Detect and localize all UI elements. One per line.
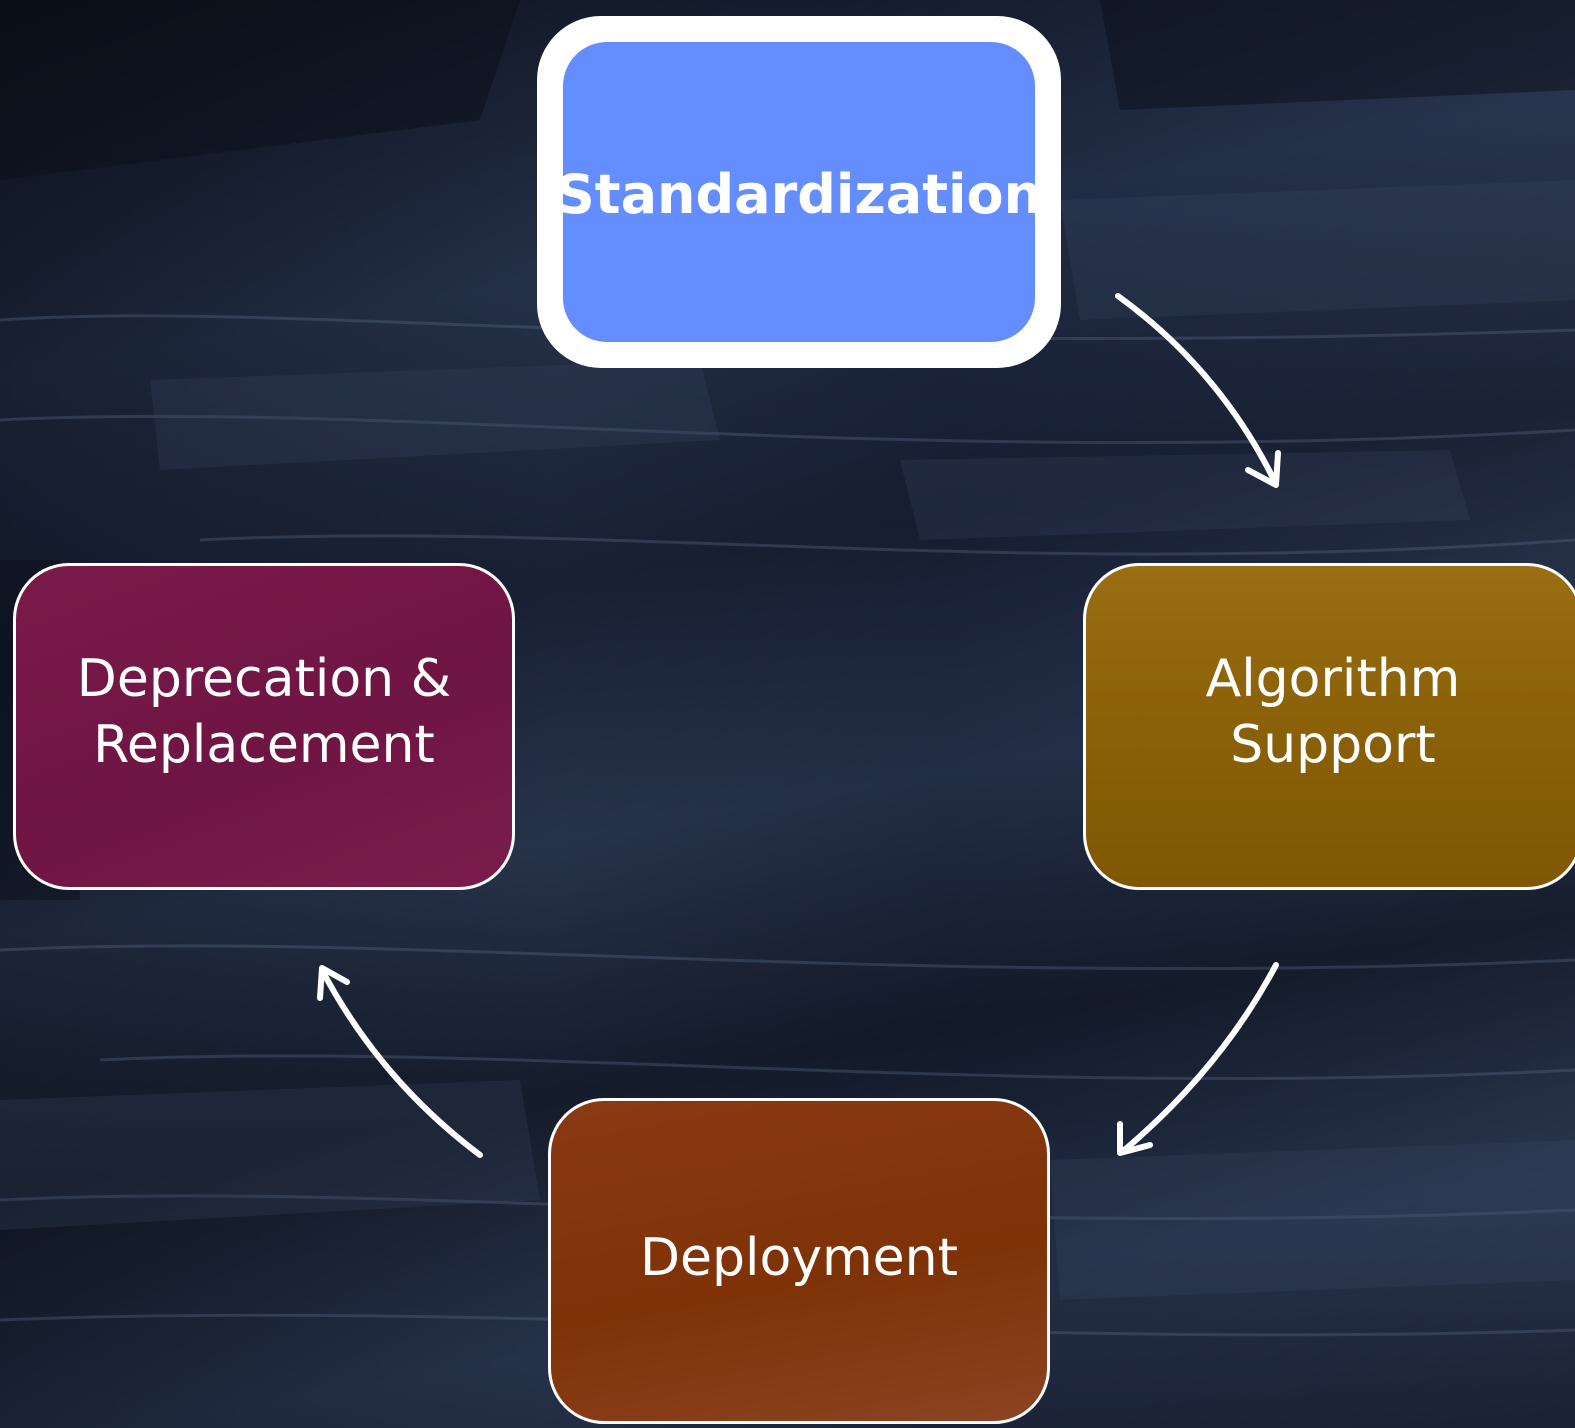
arrow-standardization-to-algorithm [1115, 293, 1278, 485]
arrow-deployment-to-deprecation [319, 967, 483, 1158]
node-standardization: Standardization [537, 16, 1061, 368]
arrowhead-deprecation [317, 965, 350, 1001]
node-deprecation-replacement: Deprecation & Replacement [13, 563, 515, 890]
node-algorithm-support: Algorithm Support [1083, 563, 1575, 890]
arrowhead-algorithm [1245, 450, 1281, 488]
node-standardization-label: Standardization [556, 42, 1042, 342]
arrowhead-deployment [1117, 1121, 1153, 1156]
node-deployment: Deployment [548, 1098, 1050, 1424]
arrow-algorithm-to-deployment [1119, 962, 1279, 1155]
